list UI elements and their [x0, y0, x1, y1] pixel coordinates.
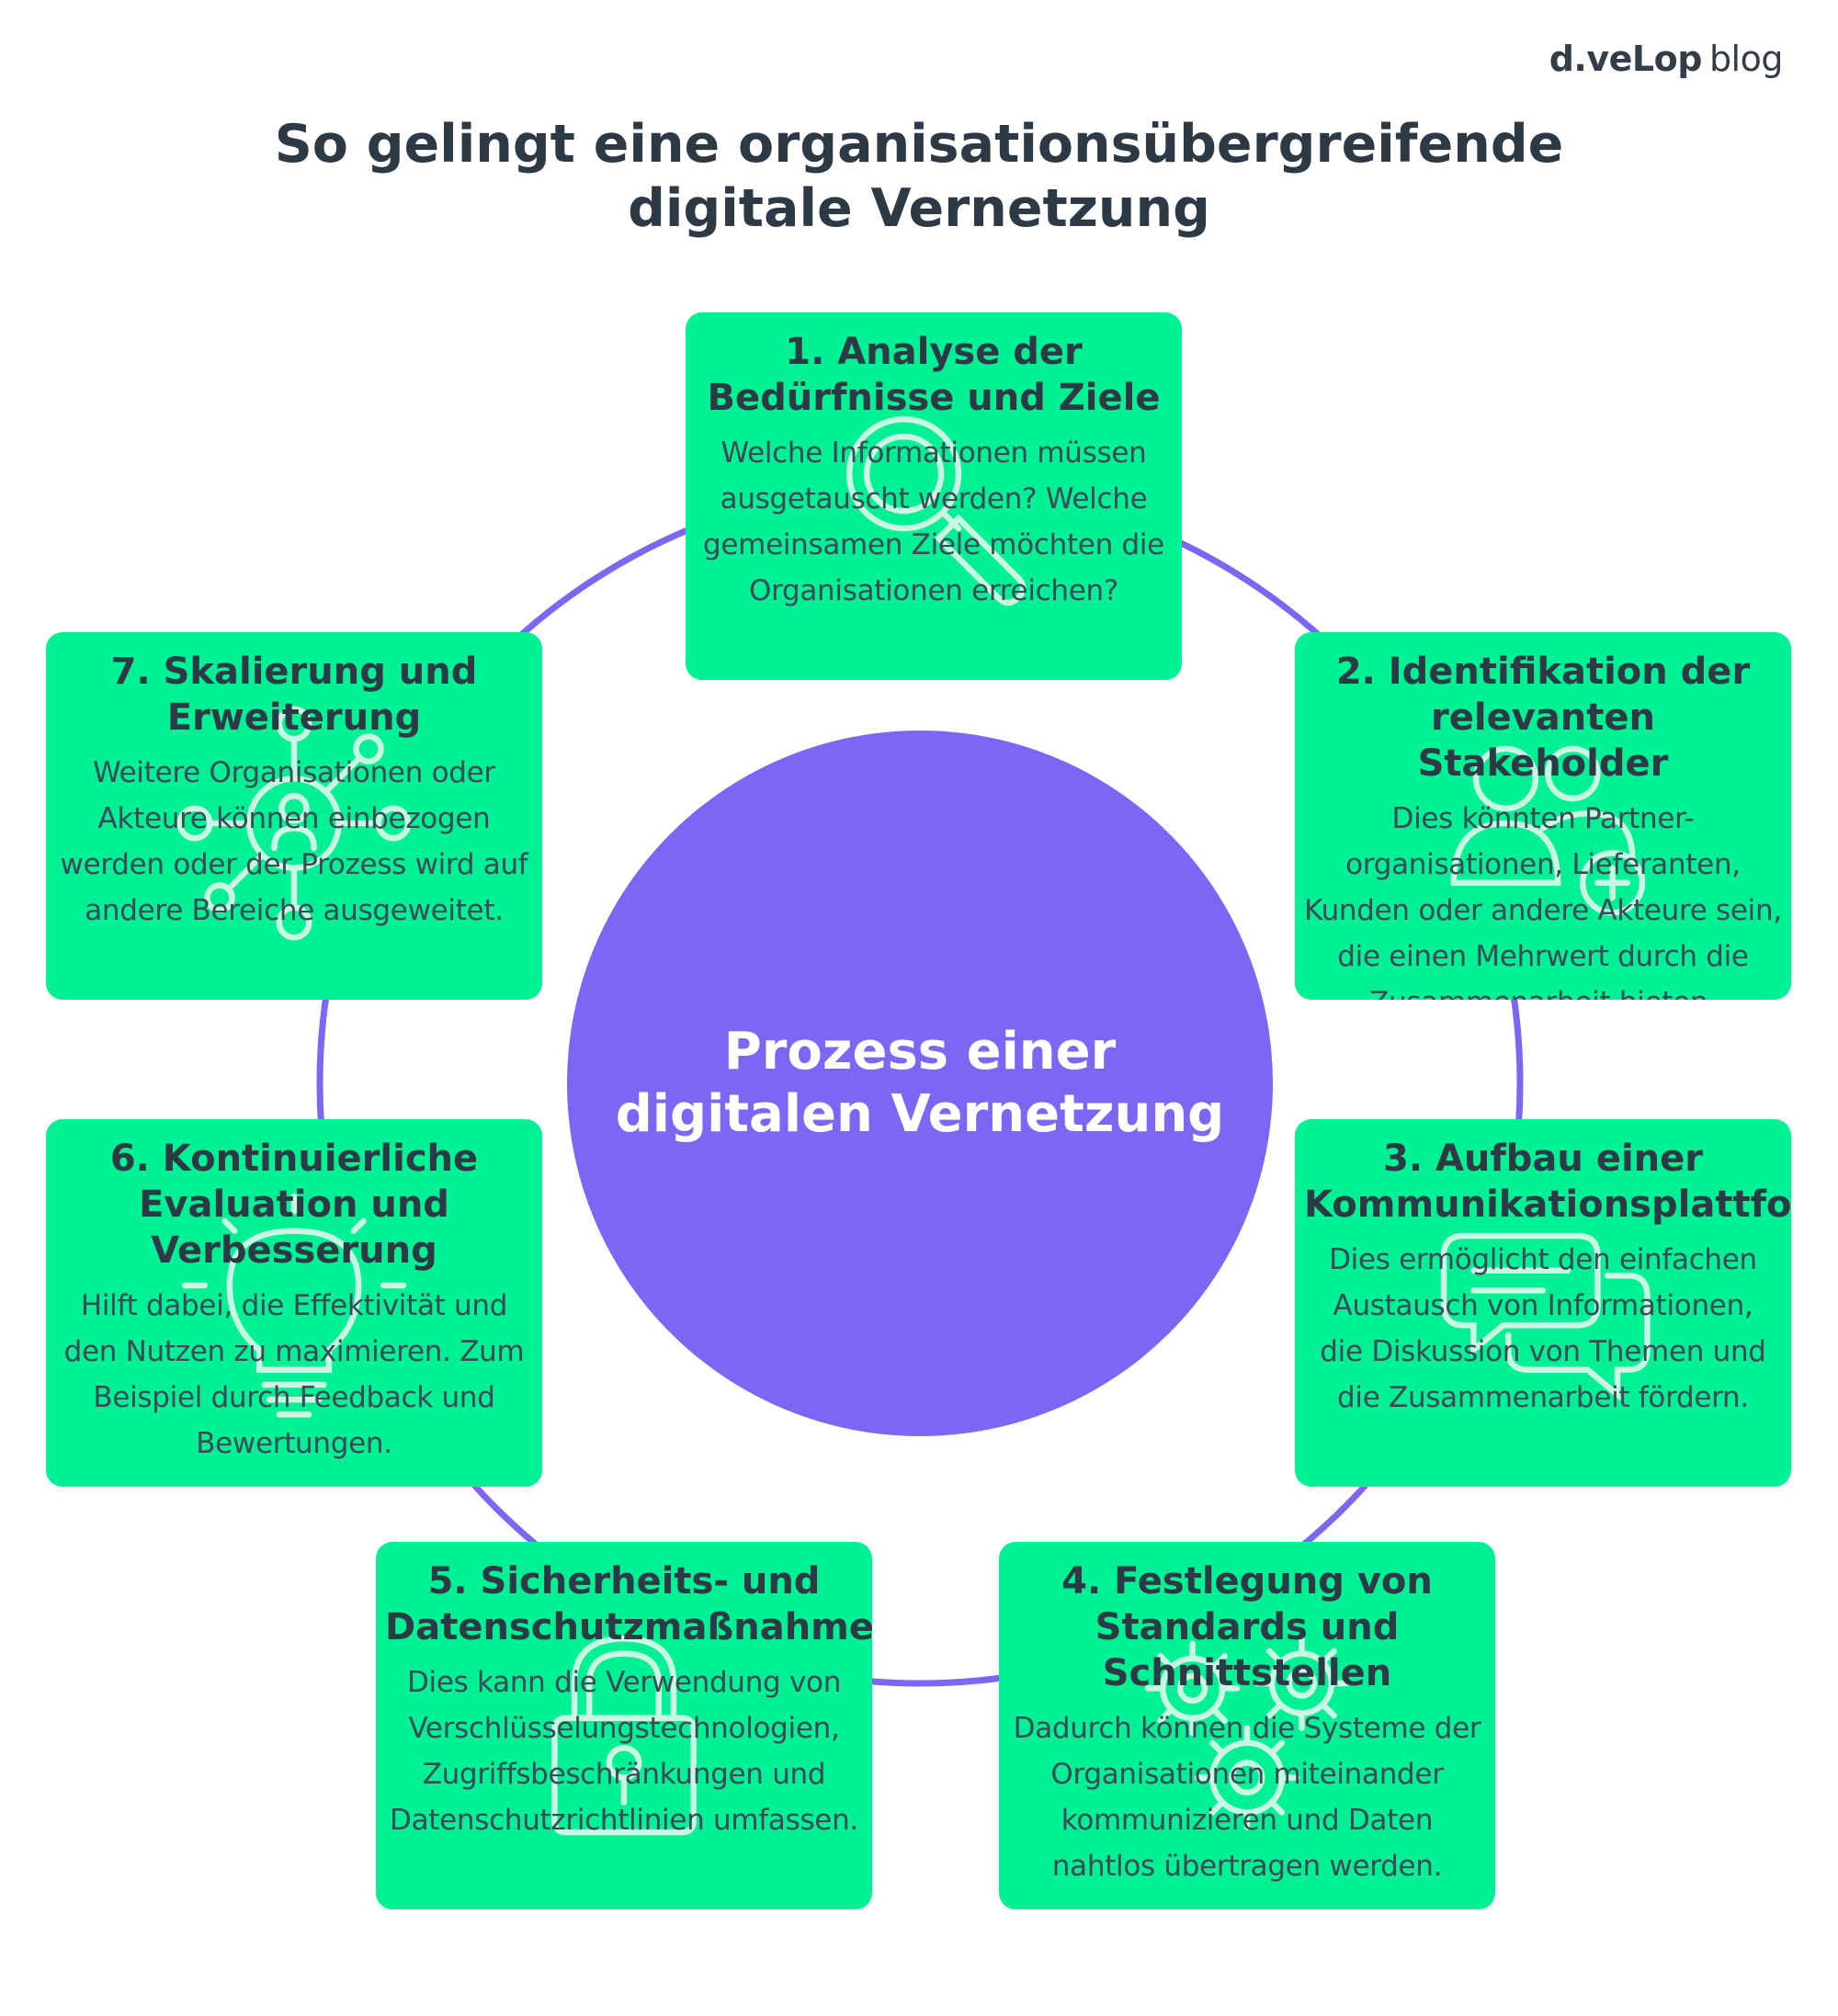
step-description: Welche Informationen müssen ausgetauscht… — [695, 430, 1173, 614]
step-description-line: nahtlos übertragen werden. — [1051, 1850, 1443, 1883]
step-card-6: 6. Kontinuierliche Evaluation und Verbes… — [46, 1119, 542, 1487]
page-title-line-1: So gelingt eine organisationsübergreifen… — [274, 114, 1564, 175]
step-description-line: Akteure können einbezogen — [97, 802, 491, 835]
step-title-line: 4. Festlegung von — [1061, 1560, 1433, 1603]
step-title: 7. Skalierung und Erweiterung — [55, 649, 533, 741]
step-description-line: die Zusammenarbeit fördern. — [1337, 1381, 1749, 1414]
step-description: Dadurch können die Systeme der Organisat… — [1008, 1705, 1486, 1889]
step-description-line: Zusammenarbeit bieten. — [1304, 980, 1782, 1000]
step-title-line: Bedürfnisse und Ziele — [707, 377, 1161, 419]
step-title: 1. Analyse der Bedürfnisse und Ziele — [695, 329, 1173, 421]
step-description-line: die einen Mehrwert durch die — [1337, 940, 1749, 973]
step-description: Weitere Organisationen oder Akteure könn… — [55, 750, 533, 934]
step-description-line: Dies könnten Partner- — [1391, 802, 1695, 835]
step-description-line: Hilft dabei, die Effektivität und — [80, 1289, 508, 1322]
step-title-line: Standards und — [1095, 1606, 1400, 1648]
step-description-line: organisationen, Lieferanten, — [1345, 848, 1741, 881]
step-title-line: 2. Identifikation der — [1335, 651, 1751, 693]
step-description-line: Organisationen erreichen? — [748, 574, 1119, 607]
step-description-line: Bewertungen. — [196, 1427, 392, 1460]
step-card-4: 4. Festlegung von Standards und Schnitts… — [999, 1542, 1495, 1909]
step-description: Dies kann die Verwendung von Verschlüsse… — [385, 1659, 863, 1843]
step-description: Dies ermöglicht den einfachen Austausch … — [1304, 1237, 1782, 1421]
step-title-line: 7. Skalierung und — [110, 651, 478, 693]
step-title-line: Verbesserung — [151, 1229, 437, 1272]
step-description-line: Verschlüsselungstechnologien, — [408, 1712, 840, 1745]
brand-suffix: blog — [1708, 39, 1784, 79]
step-card-7: 7. Skalierung und Erweiterung Weitere Or… — [46, 632, 542, 1000]
step-description-line: werden oder der Prozess wird auf — [60, 848, 528, 881]
step-description-line: Dies ermöglicht den einfachen — [1329, 1243, 1757, 1276]
step-card-2: 2. Identifikation der relevanten Stakeho… — [1295, 632, 1791, 1000]
step-description-line: ausgetauscht werden? Welche — [720, 482, 1148, 515]
step-title-line: Evaluation und — [139, 1184, 449, 1226]
step-description-line: die Diskussion von Themen und — [1320, 1335, 1766, 1368]
step-card-1: 1. Analyse der Bedürfnisse und Ziele Wel… — [686, 312, 1182, 680]
step-description-line: Kunden oder andere Akteure sein, — [1304, 894, 1782, 927]
step-description-line: Weitere Organisationen oder — [93, 756, 495, 789]
step-title-line: 3. Aufbau einer — [1383, 1138, 1703, 1180]
step-description-line: kommunizieren und Daten — [1061, 1804, 1434, 1837]
step-title-line: Datenschutzmaßnahmen — [385, 1606, 872, 1648]
step-description: Dies könnten Partner- organisationen, Li… — [1304, 796, 1782, 1000]
step-description-line: Welche Informationen müssen — [720, 436, 1147, 470]
step-description-line: Austausch von Informationen, — [1333, 1289, 1753, 1322]
step-title: 6. Kontinuierliche Evaluation und Verbes… — [55, 1136, 533, 1274]
step-title-line: 6. Kontinuierliche — [109, 1138, 479, 1180]
step-title-line: Kommunikationsplattform — [1304, 1184, 1791, 1226]
center-label-line-2: digitalen Vernetzung — [615, 1084, 1225, 1144]
step-title-line: Erweiterung — [166, 697, 422, 739]
step-description-line: Zugriffsbeschränkungen und — [422, 1758, 826, 1791]
step-card-3: 3. Aufbau einer Kommunikationsplattform … — [1295, 1119, 1791, 1487]
step-title-line: 1. Analyse der — [785, 331, 1083, 373]
page-title-line-2: digitale Vernetzung — [628, 178, 1210, 239]
step-title-line: Schnittstellen — [1102, 1652, 1392, 1694]
step-title-line: 5. Sicherheits- und — [427, 1560, 821, 1603]
step-title-line: relevanten Stakeholder — [1417, 697, 1669, 785]
step-title: 3. Aufbau einer Kommunikationsplattform — [1304, 1136, 1791, 1228]
step-description-line: den Nutzen zu maximieren. Zum — [63, 1335, 525, 1368]
step-description: Hilft dabei, die Effektivität und den Nu… — [55, 1283, 533, 1467]
step-title: 5. Sicherheits- und Datenschutzmaßnahmen — [385, 1558, 872, 1650]
step-description-line: Beispiel durch Feedback und — [93, 1381, 495, 1414]
step-title: 2. Identifikation der relevanten Stakeho… — [1304, 649, 1782, 787]
brand-logo-text: d.veLop — [1549, 39, 1703, 79]
step-description-line: Dies kann die Verwendung von — [406, 1666, 842, 1699]
center-label-line-1: Prozess einer — [723, 1022, 1117, 1082]
step-description-line: Organisationen miteinander — [1050, 1758, 1444, 1791]
step-description-line: Dadurch können die Systeme der — [1013, 1712, 1481, 1745]
step-title: 4. Festlegung von Standards und Schnitts… — [1008, 1558, 1486, 1696]
center-circle: Prozess einer digitalen Vernetzung — [567, 731, 1273, 1436]
page-title: So gelingt eine organisationsübergreifen… — [0, 112, 1838, 241]
step-description-line: gemeinsamen Ziele möchten die — [703, 528, 1164, 561]
step-description-line: andere Bereiche ausgeweitet. — [85, 894, 504, 927]
step-card-5: 5. Sicherheits- und Datenschutzmaßnahmen… — [376, 1542, 872, 1909]
step-description-line: Datenschutzrichtlinien umfassen. — [390, 1804, 858, 1837]
